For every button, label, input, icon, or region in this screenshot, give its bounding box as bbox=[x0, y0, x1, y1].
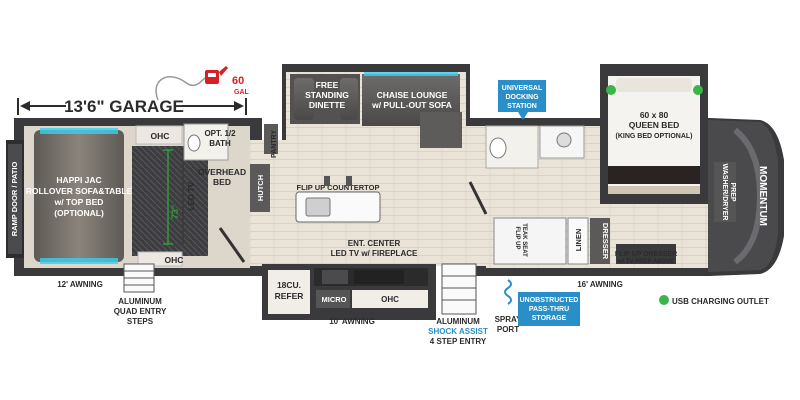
passthru-storage-callout: UNOBSTRUCTED PASS-THRU STORAGE bbox=[518, 292, 580, 326]
bath-door bbox=[468, 181, 488, 215]
ent-center-label-2: LED TV w/ FIREPLACE bbox=[331, 249, 418, 258]
spray-port-icon bbox=[504, 279, 512, 305]
refer-label-1: 18CU. bbox=[277, 280, 301, 290]
fuel-amount: 60 bbox=[232, 75, 244, 87]
shock-label-3: 4 STEP ENTRY bbox=[430, 337, 487, 346]
usb-outlet-icon bbox=[693, 85, 703, 95]
sink-icon bbox=[556, 132, 572, 148]
ohc-label-bottom: OHC bbox=[165, 255, 184, 265]
garage-ohc-top bbox=[135, 125, 183, 145]
half-bath: OPT. 1/2 BATH bbox=[183, 123, 236, 161]
flip-dresser-label-2: w/ TV PREP ABOVE bbox=[617, 259, 674, 265]
ramp-door[interactable]: RAMP DOOR / PATIO bbox=[6, 140, 24, 258]
stool bbox=[324, 176, 330, 186]
chaise-lounge: CHAISE LOUNGE w/ PULL-OUT SOFA bbox=[362, 72, 462, 148]
shower bbox=[493, 217, 567, 265]
garage-dimension: 13'6" GARAGE bbox=[17, 97, 247, 116]
steps-label-2: QUAD ENTRY bbox=[114, 307, 167, 316]
washer-label-1: WASHER/DRYER bbox=[721, 164, 728, 221]
kitchen-ohc-label: OHC bbox=[381, 295, 399, 304]
dinette-label-1: FREE bbox=[316, 80, 339, 90]
toilet-icon bbox=[489, 137, 507, 159]
passthru-label-1: UNOBSTRUCTED bbox=[520, 297, 579, 304]
pantry-label: PANTRY bbox=[271, 130, 278, 158]
usb-legend-icon bbox=[659, 295, 669, 305]
ramp-door-label: RAMP DOOR / PATIO bbox=[10, 162, 19, 237]
fuel-unit: GAL bbox=[234, 89, 250, 96]
chaise-label-2: w/ PULL-OUT SOFA bbox=[371, 100, 452, 110]
arrow-left-icon bbox=[20, 101, 30, 111]
arrow-right-icon bbox=[234, 101, 244, 111]
bed-label-2: QUEEN BED bbox=[629, 120, 680, 130]
flip-seat-label-2: TEAK SEAT bbox=[521, 223, 527, 257]
linen-label: LINEN bbox=[574, 229, 583, 252]
spray-label-2: PORT bbox=[497, 325, 519, 334]
bed-label-1: 60 x 80 bbox=[640, 110, 669, 120]
passthru-label-2: PASS-THRU bbox=[529, 306, 569, 313]
kitchen-island: FLIP UP COUNTERTOP bbox=[295, 183, 381, 223]
happijac-sofa: HAPPI JAC ROLLOVER SOFA&TABLE w/ TOP BED… bbox=[26, 128, 133, 264]
awning-16-label: 16' AWNING bbox=[577, 280, 623, 289]
docking-label-1: UNIVERSAL bbox=[502, 85, 543, 92]
happijac-label-3: w/ TOP BED bbox=[54, 197, 104, 207]
dresser bbox=[590, 218, 610, 264]
washer-label-2: PREP bbox=[729, 182, 736, 201]
usb-outlet-icon bbox=[606, 85, 616, 95]
spray-label-1: SPRAY bbox=[495, 315, 522, 324]
happijac-label-4: (OPTIONAL) bbox=[54, 208, 104, 218]
happijac-label-1: HAPPI JAC bbox=[56, 175, 101, 185]
flip-dresser-label-1: FLIP UP DRESSER bbox=[615, 251, 677, 258]
dinette: FREE STANDING DINETTE bbox=[290, 74, 360, 124]
kitchen-slideout: 18CU. REFER MICRO OHC bbox=[262, 264, 436, 320]
linen-closet bbox=[567, 217, 589, 265]
steps-label-1: ALUMINUM bbox=[118, 297, 162, 306]
shock-assist-steps bbox=[441, 263, 477, 315]
steps-label-3: STEPS bbox=[127, 317, 154, 326]
awning-10-label: 10' AWNING bbox=[329, 317, 375, 326]
garage-floor-grate bbox=[132, 146, 208, 256]
bath-label-1: OPT. 1/2 bbox=[204, 129, 236, 138]
flip-countertop-label: FLIP UP COUNTERTOP bbox=[297, 183, 380, 192]
docking-station-callout: UNIVERSAL DOCKING STATION bbox=[498, 80, 546, 120]
dinette-label-3: DINETTE bbox=[309, 100, 346, 110]
dinette-label-2: STANDING bbox=[305, 90, 349, 100]
garage-ohc-bottom bbox=[137, 251, 183, 267]
refer-label-2: REFER bbox=[275, 291, 304, 301]
bedroom-slideout: 60 x 80 QUEEN BED (KING BED OPTIONAL) bbox=[600, 64, 708, 204]
pantry bbox=[264, 124, 278, 154]
flip-up-dresser bbox=[616, 244, 676, 264]
garage-dimension-label: 13'6" GARAGE bbox=[64, 97, 184, 116]
shock-label-2: SHOCK ASSIST bbox=[428, 327, 488, 336]
stool bbox=[346, 176, 352, 186]
happijac-label-2: ROLLOVER SOFA&TABLE bbox=[26, 186, 133, 196]
ohc-label-top: OHC bbox=[151, 131, 170, 141]
bed-label-3: (KING BED OPTIONAL) bbox=[616, 133, 693, 140]
washer-dryer-prep bbox=[714, 162, 736, 222]
hutch-label: HUTCH bbox=[256, 175, 265, 201]
ent-center-label-1: ENT. CENTER bbox=[348, 239, 401, 248]
led-tv-label: LED TV bbox=[187, 181, 196, 210]
brand-logo: MOMENTUM bbox=[757, 166, 768, 226]
dimension-73: 73" bbox=[170, 205, 180, 219]
chaise-label-1: CHAISE LOUNGE bbox=[377, 90, 448, 100]
dresser-label: DRESSER bbox=[601, 223, 610, 260]
bath-label-2: BATH bbox=[209, 139, 231, 148]
flip-seat-label-1: FLIP UP bbox=[514, 227, 520, 250]
awning-12-label: 12' AWNING bbox=[57, 280, 103, 289]
micro-label: MICRO bbox=[322, 295, 347, 304]
shock-label-1: ALUMINUM bbox=[436, 317, 480, 326]
usb-legend-label: USB CHARGING OUTLET bbox=[672, 297, 769, 306]
overhead-bed-label-2: BED bbox=[213, 177, 231, 187]
fuel-pump-icon bbox=[155, 66, 228, 101]
passthru-label-3: STORAGE bbox=[532, 315, 567, 322]
garage-door-swing bbox=[218, 227, 246, 263]
docking-label-3: STATION bbox=[507, 103, 537, 110]
hutch bbox=[250, 164, 270, 212]
docking-label-2: DOCKING bbox=[505, 94, 539, 101]
overhead-bed-label-1: OVERHEAD bbox=[198, 167, 246, 177]
